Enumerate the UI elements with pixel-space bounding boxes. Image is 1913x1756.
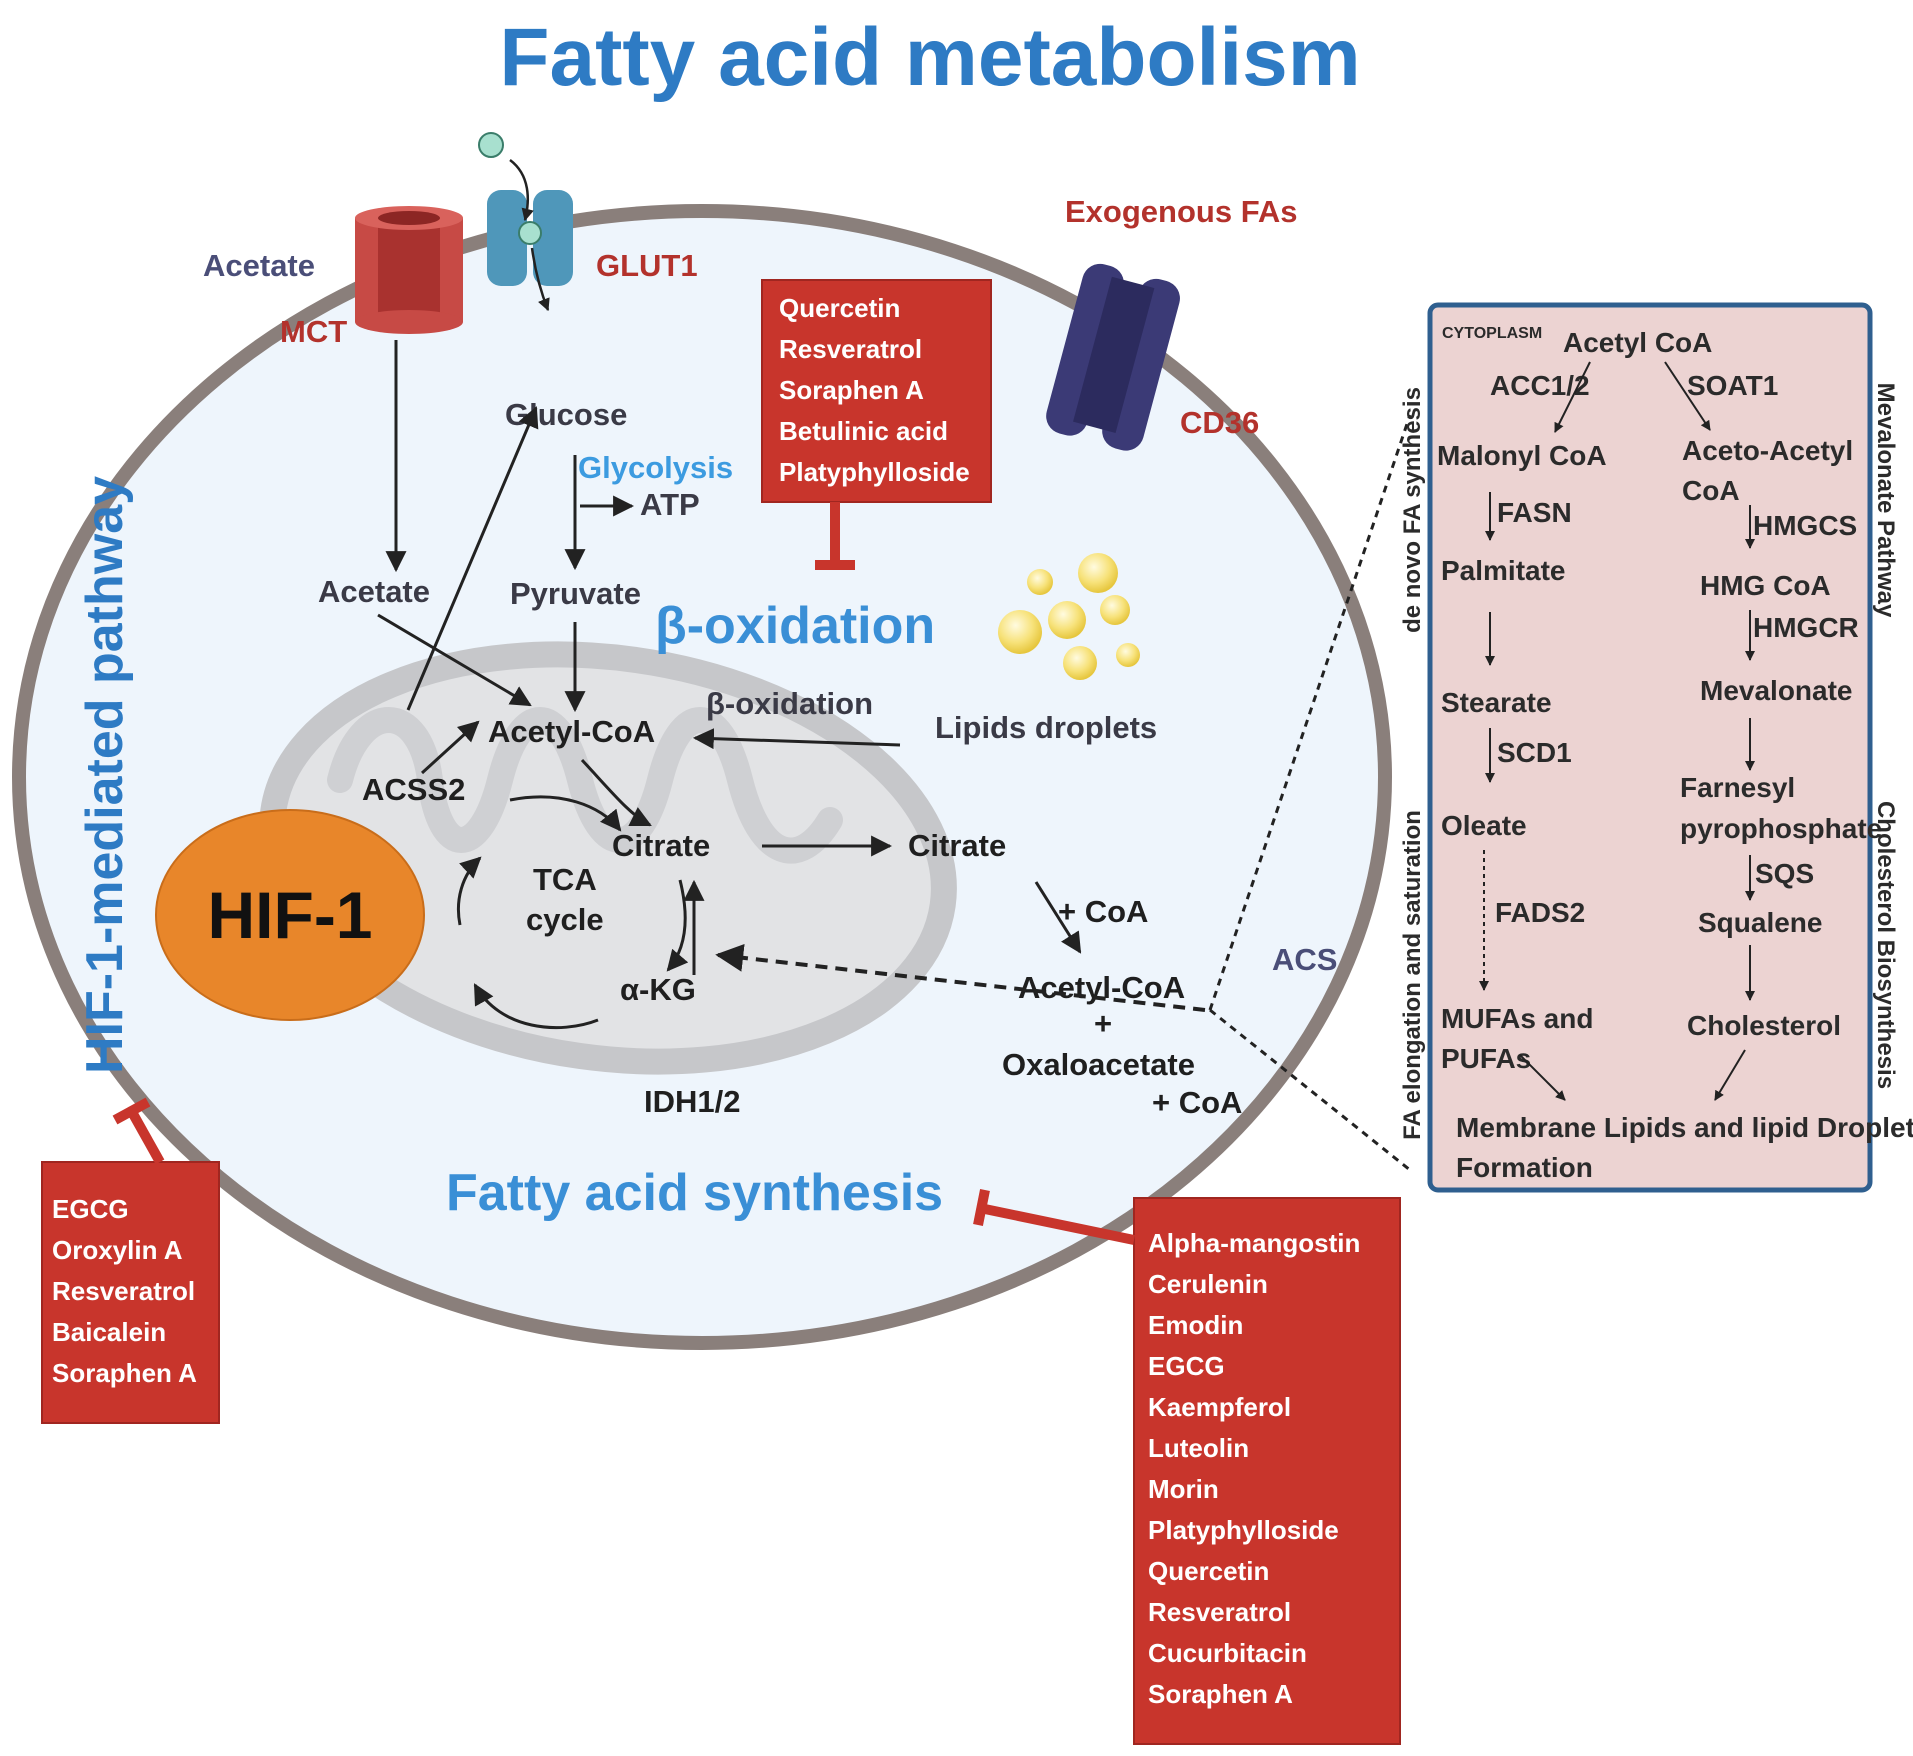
acetyl-coa-label: Acetyl-CoA <box>488 714 655 749</box>
inhibitor-item: Resveratrol <box>1148 1597 1291 1627</box>
panel-right-side-1: Mevalonate Pathway <box>1872 383 1899 618</box>
akg-label: α-KG <box>620 972 696 1007</box>
panel-left-side-1: FA elongation and saturation <box>1399 810 1426 1140</box>
panel-mufas-2: PUFAs <box>1441 1043 1531 1074</box>
inhibitor-item: Cucurbitacin <box>1148 1638 1307 1668</box>
glut1-label: GLUT1 <box>596 248 698 283</box>
inhibitor-item: Quercetin <box>1148 1556 1269 1586</box>
panel-soat1: SOAT1 <box>1687 370 1778 401</box>
mct-label: MCT <box>280 314 347 349</box>
hif1-label: HIF-1 <box>208 878 373 952</box>
zoom-dashed-lines <box>1208 414 1412 1172</box>
fatty-acid-synthesis-title: Fatty acid synthesis <box>446 1164 943 1222</box>
hif-pathway-label: HIF-1-mediated pathway <box>76 476 134 1074</box>
inhibitor-item: Emodin <box>1148 1310 1243 1340</box>
panel-scd1: SCD1 <box>1497 737 1572 768</box>
beta-oxidation-title: β-oxidation <box>655 597 935 655</box>
acetate-label: Acetate <box>318 574 430 609</box>
mct-transporter <box>355 206 463 334</box>
plus-coa-2-label: + CoA <box>1152 1085 1242 1120</box>
panel-arrows <box>1479 361 1755 1101</box>
panel-cholesterol: Cholesterol <box>1687 1010 1841 1041</box>
panel-mevalonate: Mevalonate <box>1700 675 1853 706</box>
inhibitor-item: Betulinic acid <box>779 416 948 446</box>
cd36-label: CD36 <box>1180 405 1259 440</box>
inhibitor-item: Morin <box>1148 1474 1219 1504</box>
pyruvate-label: Pyruvate <box>510 576 641 611</box>
inhibitor-item: Resveratrol <box>779 334 922 364</box>
figure-title: Fatty acid metabolism <box>499 12 1360 103</box>
glycolysis-label: Glycolysis <box>578 450 733 485</box>
glut1-transporter <box>478 132 573 312</box>
acs-label: ACS <box>1272 942 1337 977</box>
panel-aceto-acetyl-2: CoA <box>1682 475 1740 506</box>
hif1-ellipse <box>155 809 425 1021</box>
panel-palmitate: Palmitate <box>1441 555 1566 586</box>
glucose-label: Glucose <box>505 397 627 432</box>
panel-farnesyl-1: Farnesyl <box>1680 772 1795 803</box>
panel-fasn: FASN <box>1497 497 1572 528</box>
acetate-outside-label: Acetate <box>203 248 315 283</box>
oxaloacetate-label: Oxaloacetate <box>1002 1047 1195 1082</box>
inhibitor-item: Soraphen A <box>779 375 924 405</box>
panel-fads2: FADS2 <box>1495 897 1585 928</box>
lipid-droplets-label: Lipids droplets <box>935 710 1157 745</box>
inhibitor-item: Luteolin <box>1148 1433 1249 1463</box>
lipid-synthesis-panel: CYTOPLASM Acetyl CoA ACC1/2 SOAT1 Malony… <box>1427 302 1913 1193</box>
panel-hmgcr: HMGCR <box>1753 612 1859 643</box>
acetyl-to-akg-dashed-arrow <box>715 943 1206 1012</box>
pathway-arrows <box>377 340 1082 1030</box>
inhibitor-item: Platyphylloside <box>779 457 970 487</box>
panel-farnesyl-2: pyrophosphate <box>1680 813 1882 844</box>
panel-left-side-2: de novo FA synthesis <box>1399 387 1426 633</box>
inhibitor-item: Alpha-mangostin <box>1148 1228 1360 1258</box>
beta-oxidation-small-label: β-oxidation <box>706 686 873 721</box>
panel-hmgcs: HMGCS <box>1753 510 1857 541</box>
panel-hmg-coa: HMG CoA <box>1700 570 1831 601</box>
tca-label: TCA <box>533 862 597 897</box>
inhibitor-item: Kaempferol <box>1148 1392 1291 1422</box>
panel-right-side-2: Cholesterol Biosynthesis <box>1872 801 1899 1089</box>
panel-stearate: Stearate <box>1441 687 1552 718</box>
inhibitor-item: Soraphen A <box>1148 1679 1293 1709</box>
panel-acc: ACC1/2 <box>1490 370 1590 401</box>
panel-cytoplasm-label: CYTOPLASM <box>1442 325 1542 342</box>
cd36-transporter <box>1046 263 1180 451</box>
panel-membrane-1: Membrane Lipids and lipid Droplet <box>1456 1112 1913 1143</box>
inhibitor-item: EGCG <box>52 1194 129 1224</box>
panel-squalene: Squalene <box>1698 907 1822 938</box>
panel-aceto-acetyl-1: Aceto-Acetyl <box>1682 435 1853 466</box>
cycle-label: cycle <box>526 902 604 937</box>
panel-acetyl-coa: Acetyl CoA <box>1563 327 1712 358</box>
panel-oleate: Oleate <box>1441 810 1527 841</box>
lipid-droplets-cluster <box>998 553 1140 680</box>
plus-coa-1-label: + CoA <box>1058 894 1148 929</box>
citrate-mito-label: Citrate <box>612 828 710 863</box>
inhibitor-item: Baicalein <box>52 1317 166 1347</box>
inhibitor-item: Oroxylin A <box>52 1235 183 1265</box>
idh-label: IDH1/2 <box>644 1084 740 1119</box>
atp-label: ATP <box>640 487 700 522</box>
inhibitor-item: Soraphen A <box>52 1358 197 1388</box>
panel-malonyl-coa: Malonyl CoA <box>1437 440 1607 471</box>
panel-mufas-1: MUFAs and <box>1441 1003 1593 1034</box>
inhibitor-item: Platyphylloside <box>1148 1515 1339 1545</box>
citrate-cyto-label: Citrate <box>908 828 1006 863</box>
plus-label: + <box>1094 1006 1112 1041</box>
hif-pathway-inhibitors: EGCG Oroxylin A ResveratrolBaicaleinSoraph… <box>41 1097 220 1424</box>
panel-membrane-2: Formation <box>1456 1152 1593 1183</box>
acss2-label: ACSS2 <box>362 772 465 807</box>
inhibitor-item: Resveratrol <box>52 1276 195 1306</box>
exogenous-fas-label: Exogenous FAs <box>1065 194 1298 229</box>
inhibitor-item: Cerulenin <box>1148 1269 1268 1299</box>
panel-sqs: SQS <box>1755 858 1814 889</box>
inhibitor-item: Quercetin <box>779 293 900 323</box>
inhibitor-item: EGCG <box>1148 1351 1225 1381</box>
